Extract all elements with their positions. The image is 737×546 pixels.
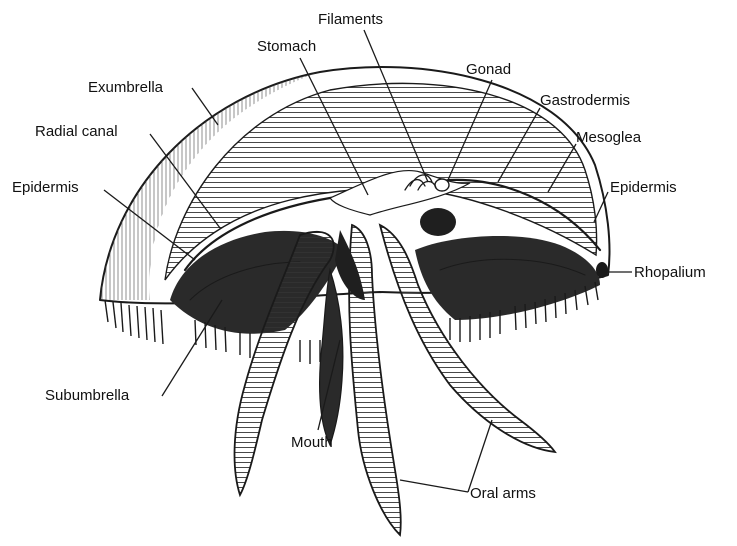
label-oral-arms: Oral arms <box>470 485 536 502</box>
label-mouth: Mouth <box>291 434 333 451</box>
label-exumbrella: Exumbrella <box>88 79 164 96</box>
label-gastrodermis: Gastrodermis <box>540 92 630 109</box>
label-epidermis-right: Epidermis <box>610 179 677 196</box>
label-stomach: Stomach <box>257 38 316 55</box>
label-rhopalium: Rhopalium <box>634 264 706 281</box>
label-epidermis-left: Epidermis <box>12 179 79 196</box>
subumbrella-right <box>415 236 600 320</box>
label-gonad: Gonad <box>466 61 511 78</box>
label-mesoglea: Mesoglea <box>576 129 642 146</box>
label-filaments: Filaments <box>318 11 383 28</box>
label-subumbrella: Subumbrella <box>45 387 130 404</box>
rhopalium <box>596 262 608 278</box>
label-radial-canal: Radial canal <box>35 123 118 140</box>
